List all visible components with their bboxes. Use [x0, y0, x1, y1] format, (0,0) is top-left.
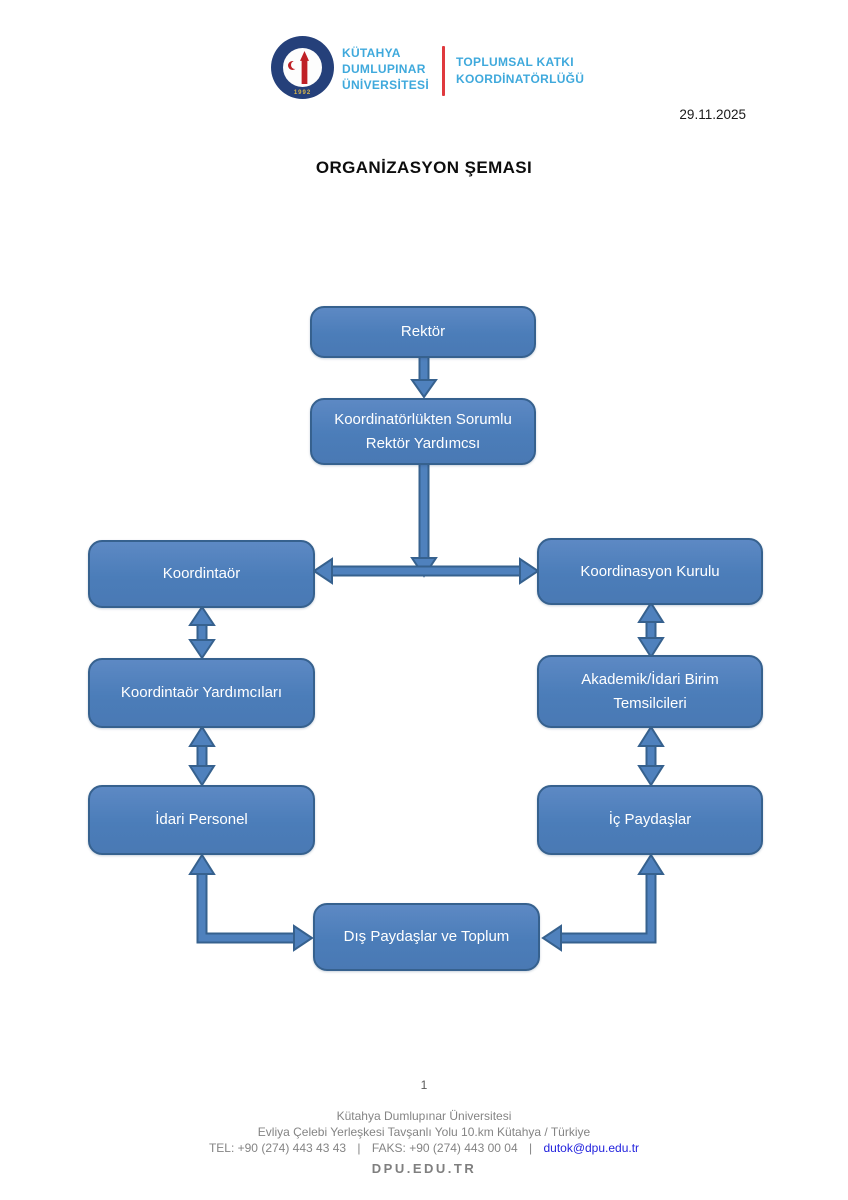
- document-date: 29.11.2025: [679, 107, 746, 122]
- org-node-idari-personel-label: İdari Personel: [155, 811, 248, 829]
- footer-tel: TEL: +90 (274) 443 43 43: [208, 1141, 347, 1155]
- header-divider: [442, 46, 445, 96]
- org-node-akademik-idari-birim-label: Akademik/İdari Birim Temsilcileri: [581, 671, 719, 712]
- logo-inner-circle: [283, 48, 322, 87]
- department-name-line1: TOPLUMSAL KATKI: [456, 55, 574, 69]
- footer-email-link[interactable]: dutok@dpu.edu.tr: [543, 1141, 640, 1155]
- arrow-kurulu-akademik: [637, 601, 665, 659]
- arrow-koordinator-yardimcilari: [188, 605, 216, 660]
- org-node-koordinator: Koordintaör: [88, 540, 315, 608]
- org-node-rektor-label: Rektör: [400, 323, 446, 341]
- department-name: TOPLUMSAL KATKI KOORDİNATÖRLÜĞÜ: [456, 54, 584, 88]
- org-node-koordinator-label: Koordintaör: [162, 565, 241, 583]
- logo-tower-icon: [300, 51, 309, 84]
- page-number: 1: [420, 1078, 428, 1092]
- org-node-koordinator-yardimcilari: Koordintaör Yardımcıları: [88, 658, 315, 728]
- university-logo: 1992: [271, 36, 334, 99]
- university-name-line3: ÜNİVERSİTESİ: [342, 78, 429, 92]
- footer-separator: |: [357, 1141, 361, 1155]
- org-node-rektor-yardimcisi: Koordinatörlükten Sorumlu Rektör Yardımc…: [310, 398, 536, 465]
- org-node-ic-paydaslar-label: İç Paydaşlar: [608, 811, 692, 829]
- org-node-dis-paydaslar: Dış Paydaşlar ve Toplum: [313, 903, 540, 971]
- arrow-rektor-to-yardimci: [410, 357, 438, 399]
- university-name: KÜTAHYA DUMLUPINAR ÜNİVERSİTESİ: [342, 45, 429, 93]
- arrow-akademik-icpaydaslar: [637, 725, 665, 787]
- org-node-koordinasyon-kurulu: Koordinasyon Kurulu: [537, 538, 763, 605]
- department-name-line2: KOORDİNATÖRLÜĞÜ: [456, 72, 585, 86]
- page-title: ORGANİZASYON ŞEMASI: [315, 158, 533, 177]
- footer-separator: |: [529, 1141, 533, 1155]
- university-name-line1: KÜTAHYA: [342, 46, 401, 60]
- org-node-rektor: Rektör: [310, 306, 536, 358]
- footer-address-line1: Kütahya Dumlupınar Üniversitesi: [336, 1109, 512, 1123]
- org-node-ic-paydaslar: İç Paydaşlar: [537, 785, 763, 855]
- org-node-dis-paydaslar-label: Dış Paydaşlar ve Toplum: [343, 928, 510, 946]
- arrow-yardimcilari-idari: [188, 725, 216, 787]
- logo-crescent-icon: [288, 61, 299, 70]
- org-node-koordinator-yardimcilari-label: Koordintaör Yardımcıları: [120, 684, 283, 702]
- org-node-koordinasyon-kurulu-label: Koordinasyon Kurulu: [580, 562, 720, 580]
- org-node-idari-personel: İdari Personel: [88, 785, 315, 855]
- footer-address-line2: Evliya Çelebi Yerleşkesi Tavşanlı Yolu 1…: [257, 1125, 591, 1139]
- arrow-koordinator-kurulu: [312, 557, 540, 585]
- footer-contact-line: TEL: +90 (274) 443 43 43 | FAKS: +90 (27…: [0, 1141, 848, 1155]
- arrow-icpaydaslar-dispaydaslar: [541, 853, 665, 952]
- footer-faks: FAKS: +90 (274) 443 00 04: [371, 1141, 518, 1155]
- university-name-line2: DUMLUPINAR: [342, 62, 426, 76]
- org-node-rektor-yardimcisi-label: Koordinatörlükten Sorumlu Rektör Yardımc…: [334, 411, 512, 452]
- footer-website: DPU.EDU.TR: [371, 1161, 477, 1176]
- arrow-yardimci-to-junction: [410, 465, 438, 578]
- org-node-akademik-idari-birim: Akademik/İdari Birim Temsilcileri: [537, 655, 763, 728]
- logo-year: 1992: [293, 90, 312, 96]
- arrow-idari-dispaydaslar: [188, 853, 314, 952]
